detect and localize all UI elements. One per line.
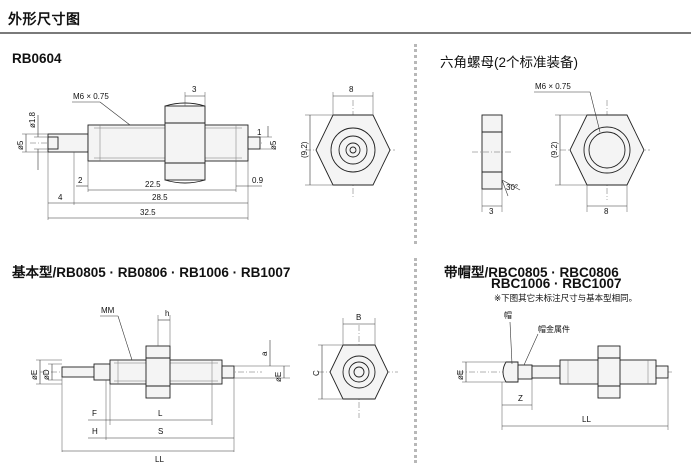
rb0604-end-height-label: (9.2): [300, 141, 309, 158]
rb0604-len-0-9-label: 0.9: [252, 176, 264, 185]
section-title-hexnut: 六角螺母(2个标准装备): [440, 55, 578, 70]
capped-note: ※下图其它未标注尺寸与基本型相同。: [494, 293, 638, 303]
capped-cap-fitting-label: 帽金属件: [538, 324, 570, 334]
section-title-capped-2: RBC1006 · RBC1007: [491, 276, 622, 291]
rb0604-len-28-5-label: 28.5: [152, 193, 168, 202]
hexnut-width-label: 8: [604, 207, 609, 216]
rb0604-len-22-5-label: 22.5: [145, 180, 161, 189]
basic-l-label: L: [158, 409, 163, 418]
section-title-rb0604: RB0604: [12, 51, 62, 66]
rb0604-right-dia-label: ø5: [269, 140, 278, 150]
rb0604-rod-dia-label: ø1.8: [28, 111, 37, 128]
rb0604-len-32-5-label: 32.5: [140, 208, 156, 217]
hexnut-thread-label: M6 × 0.75: [535, 82, 571, 91]
section-title-capped-1: 带帽型/RBC0805 · RBC0806: [444, 265, 619, 280]
basic-b-label: B: [356, 313, 361, 322]
rb0604-len-2-label: 2: [78, 176, 83, 185]
capped-e-label: øE: [456, 370, 465, 380]
basic-e-label: øE: [30, 370, 39, 380]
page-title: 外形尺寸图: [8, 11, 81, 27]
hexnut-height-label: (9.2): [550, 141, 559, 158]
rb0604-body-dia-label: ø5: [16, 140, 25, 150]
rb0604-thread-label: M6 × 0.75: [73, 92, 109, 101]
column-divider-top: [414, 44, 417, 244]
section-title-basic: 基本型/RB0805 · RB0806 · RB1006 · RB1007: [12, 265, 291, 280]
basic-a-label: a: [260, 351, 269, 356]
basic-ll-label: LL: [155, 455, 164, 464]
basic-f-label: F: [92, 409, 97, 418]
rb0604-one-label: 1: [257, 128, 262, 137]
title-divider: [0, 32, 691, 34]
column-divider-bottom: [414, 258, 417, 463]
basic-c-label: C: [312, 370, 321, 376]
basic-d-label: øD: [42, 369, 51, 380]
capped-z-label: Z: [518, 394, 523, 403]
capped-ll-label: LL: [582, 415, 591, 424]
rb0604-len-4-label: 4: [58, 193, 63, 202]
hexnut-thick-label: 3: [489, 207, 494, 216]
rb0604-nut-width-label: 3: [192, 85, 197, 94]
capped-cap-label: 帽: [504, 310, 512, 320]
basic-mm-label: MM: [101, 306, 115, 315]
header-bar: 外形尺寸图: [0, 0, 691, 34]
basic-h-big-label: H: [92, 427, 98, 436]
basic-s-label: S: [158, 427, 163, 436]
hexnut-angle-label: 30°: [506, 183, 518, 192]
rb0604-end-width-label: 8: [349, 85, 354, 94]
basic-e-right-label: øE: [274, 372, 283, 382]
basic-h-label: h: [165, 309, 169, 318]
